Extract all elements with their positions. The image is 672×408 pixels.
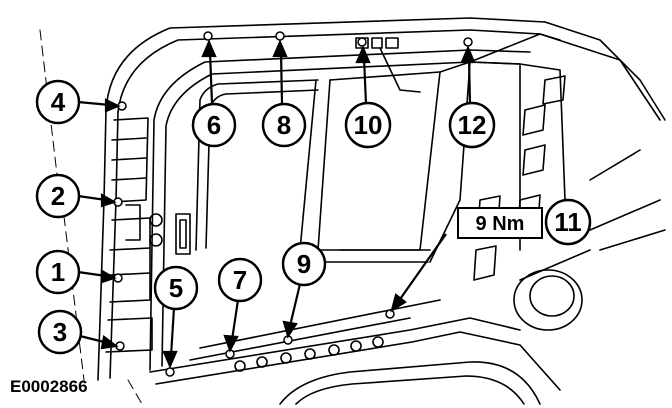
torque-label: 9 Nm <box>476 213 525 235</box>
callout-10: 10 <box>344 101 392 149</box>
callout-2-label: 2 <box>51 181 65 211</box>
bolt-6 <box>203 31 213 41</box>
leader-arrows <box>77 39 476 369</box>
bolt-10 <box>357 37 367 47</box>
bolt-12 <box>463 37 473 47</box>
bolt-8 <box>275 31 285 41</box>
callout-11: 11 <box>544 198 592 246</box>
bolt-markers <box>113 31 473 377</box>
callout-6-label: 6 <box>207 110 221 140</box>
callout-12: 12 <box>448 101 496 149</box>
torque-spec-box: 9 Nm <box>457 207 543 239</box>
callout-3-label: 3 <box>53 317 67 347</box>
bolt-5 <box>165 367 175 377</box>
callout-9-label: 9 <box>297 249 311 279</box>
callout-7: 7 <box>217 257 263 303</box>
callout-3: 3 <box>37 309 83 355</box>
callout-5: 5 <box>153 265 199 311</box>
callout-4: 4 <box>35 79 81 125</box>
callout-7-label: 7 <box>233 265 247 295</box>
callout-11-label: 11 <box>554 207 582 237</box>
callout-5-label: 5 <box>169 273 183 303</box>
callout-6: 6 <box>191 102 237 148</box>
callout-8: 8 <box>261 102 307 148</box>
callout-9: 9 <box>281 241 327 287</box>
callout-1-label: 1 <box>51 257 65 287</box>
callout-4-label: 4 <box>51 87 66 117</box>
callout-2: 2 <box>35 173 81 219</box>
callout-10-label: 10 <box>354 110 383 140</box>
callout-1: 1 <box>35 249 81 295</box>
figure-reference-code: E0002866 <box>10 377 88 396</box>
callout-8-label: 8 <box>277 110 291 140</box>
bolt-11 <box>385 309 395 319</box>
callout-12-label: 12 <box>458 110 487 140</box>
roof-frame-drawing <box>39 17 666 405</box>
